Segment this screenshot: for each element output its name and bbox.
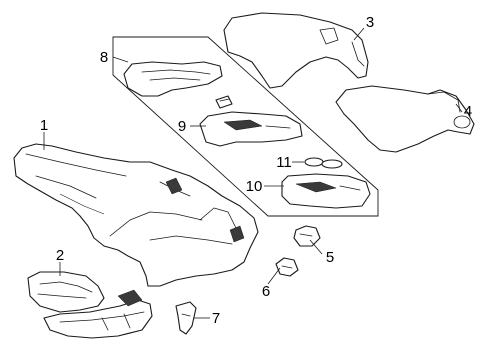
group-frame bbox=[112, 36, 379, 217]
part-6-bracket bbox=[275, 257, 299, 277]
callout-4: 4 bbox=[464, 103, 472, 120]
callout-2: 2 bbox=[56, 247, 64, 264]
callout-9: 9 bbox=[178, 118, 186, 135]
part-9-armrest-trim bbox=[199, 111, 303, 147]
part-7-clip bbox=[175, 301, 197, 335]
leader-lines bbox=[43, 27, 463, 319]
part-8-armrest-assembly bbox=[123, 61, 223, 97]
callout-6: 6 bbox=[262, 283, 270, 300]
callout-3: 3 bbox=[366, 14, 374, 31]
callout-7: 7 bbox=[212, 310, 220, 327]
part-5-latch bbox=[293, 225, 321, 247]
part-1-seat-cushion bbox=[13, 143, 259, 287]
part-10-cupholder bbox=[281, 173, 371, 209]
screw-fastener bbox=[215, 95, 233, 109]
part-4-seatback-cover bbox=[335, 85, 475, 153]
part-11-plugs bbox=[304, 157, 343, 169]
callout-5: 5 bbox=[326, 249, 334, 266]
callout-8: 8 bbox=[100, 49, 108, 66]
callout-10: 10 bbox=[246, 178, 263, 195]
part-3-seatback-cover bbox=[223, 12, 369, 89]
callout-11: 11 bbox=[276, 154, 292, 171]
callout-1: 1 bbox=[40, 117, 48, 134]
part-2-seat-frame bbox=[27, 271, 153, 339]
